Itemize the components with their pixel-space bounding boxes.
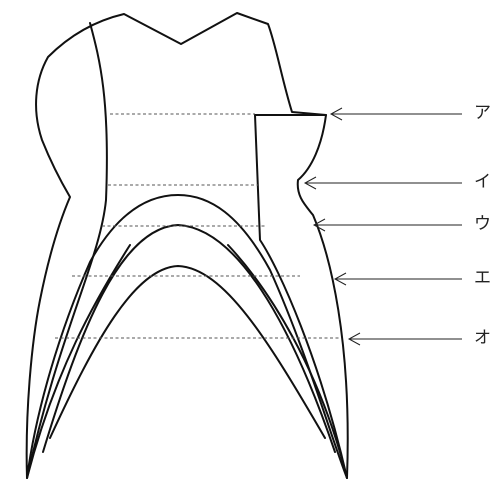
pointer-arrow-o	[349, 333, 462, 345]
root-canal-left	[27, 245, 130, 478]
label-u: ウ	[474, 214, 491, 234]
pointer-arrow-u	[314, 219, 462, 231]
pointer-arrow-a	[331, 108, 462, 120]
tooth-outer-outline	[27, 13, 348, 478]
pulp-inner-curve	[50, 266, 325, 438]
root-canal-right	[228, 245, 347, 478]
pointer-arrow-e	[335, 273, 462, 285]
pointer-arrow-i	[305, 177, 462, 189]
label-o: オ	[474, 328, 491, 348]
label-i: イ	[474, 172, 491, 192]
label-e: エ	[474, 268, 491, 288]
label-a: ア	[474, 103, 491, 123]
